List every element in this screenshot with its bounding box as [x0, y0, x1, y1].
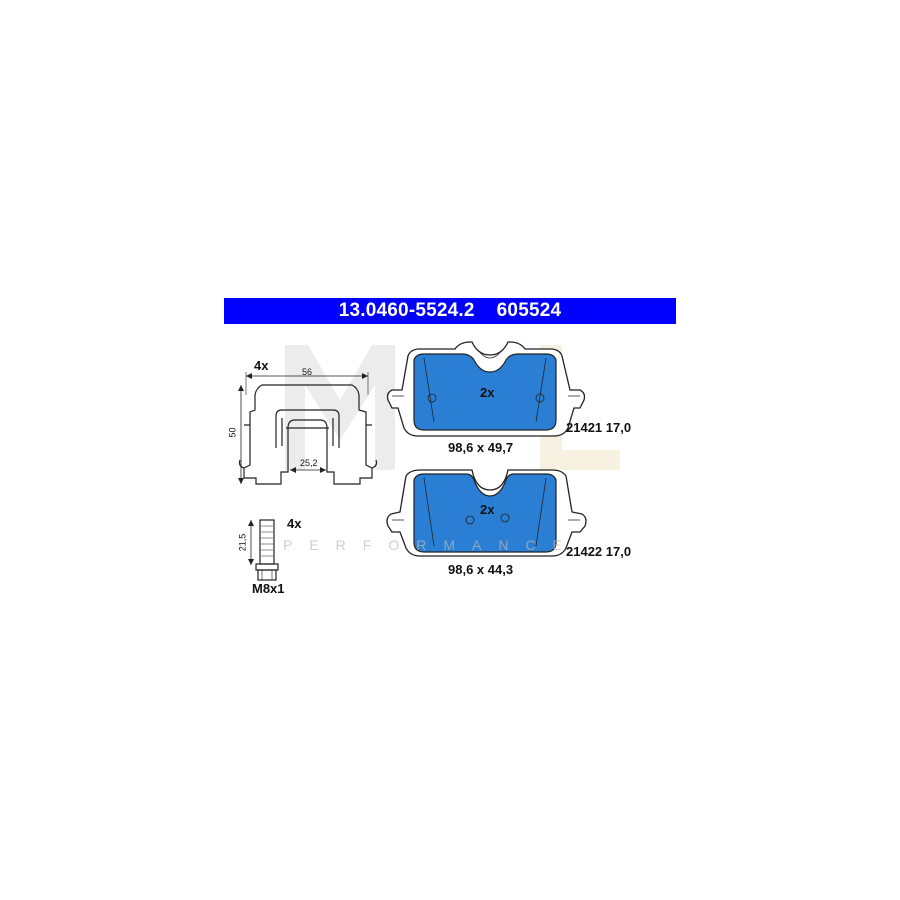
- upper-pad: [386, 341, 586, 437]
- bolt-drawing: [248, 519, 279, 581]
- bolt-thread: M8x1: [252, 581, 285, 596]
- clip-width-dimension: 56: [302, 367, 313, 377]
- lower-pad-quantity: 2x: [480, 502, 495, 517]
- bolt-length-dimension: 21,5: [237, 533, 248, 552]
- lower-pad-dimensions: 98,6 x 44,3: [448, 562, 514, 577]
- clip-drawing: [238, 372, 378, 485]
- clip-inner-dimension: 25,2: [300, 458, 318, 468]
- part-number-banner: 13.0460-5524.2 605524: [224, 298, 676, 324]
- bolt-quantity: 4x: [287, 516, 302, 531]
- upper-pad-dimensions: 98,6 x 49,7: [448, 440, 514, 455]
- upper-pad-quantity: 2x: [480, 385, 495, 400]
- clip-height-dimension: 50: [227, 427, 238, 438]
- watermark-tagline: PERFORMANCE: [283, 537, 579, 553]
- short-number: 605524: [496, 300, 562, 321]
- article-number: 13.0460-5524.2: [338, 300, 475, 321]
- clip-quantity: 4x: [254, 358, 269, 373]
- lower-pad: [386, 469, 587, 557]
- lower-pad-code: 21422 17,0: [566, 544, 632, 559]
- upper-pad-code: 21421 17,0: [566, 420, 632, 435]
